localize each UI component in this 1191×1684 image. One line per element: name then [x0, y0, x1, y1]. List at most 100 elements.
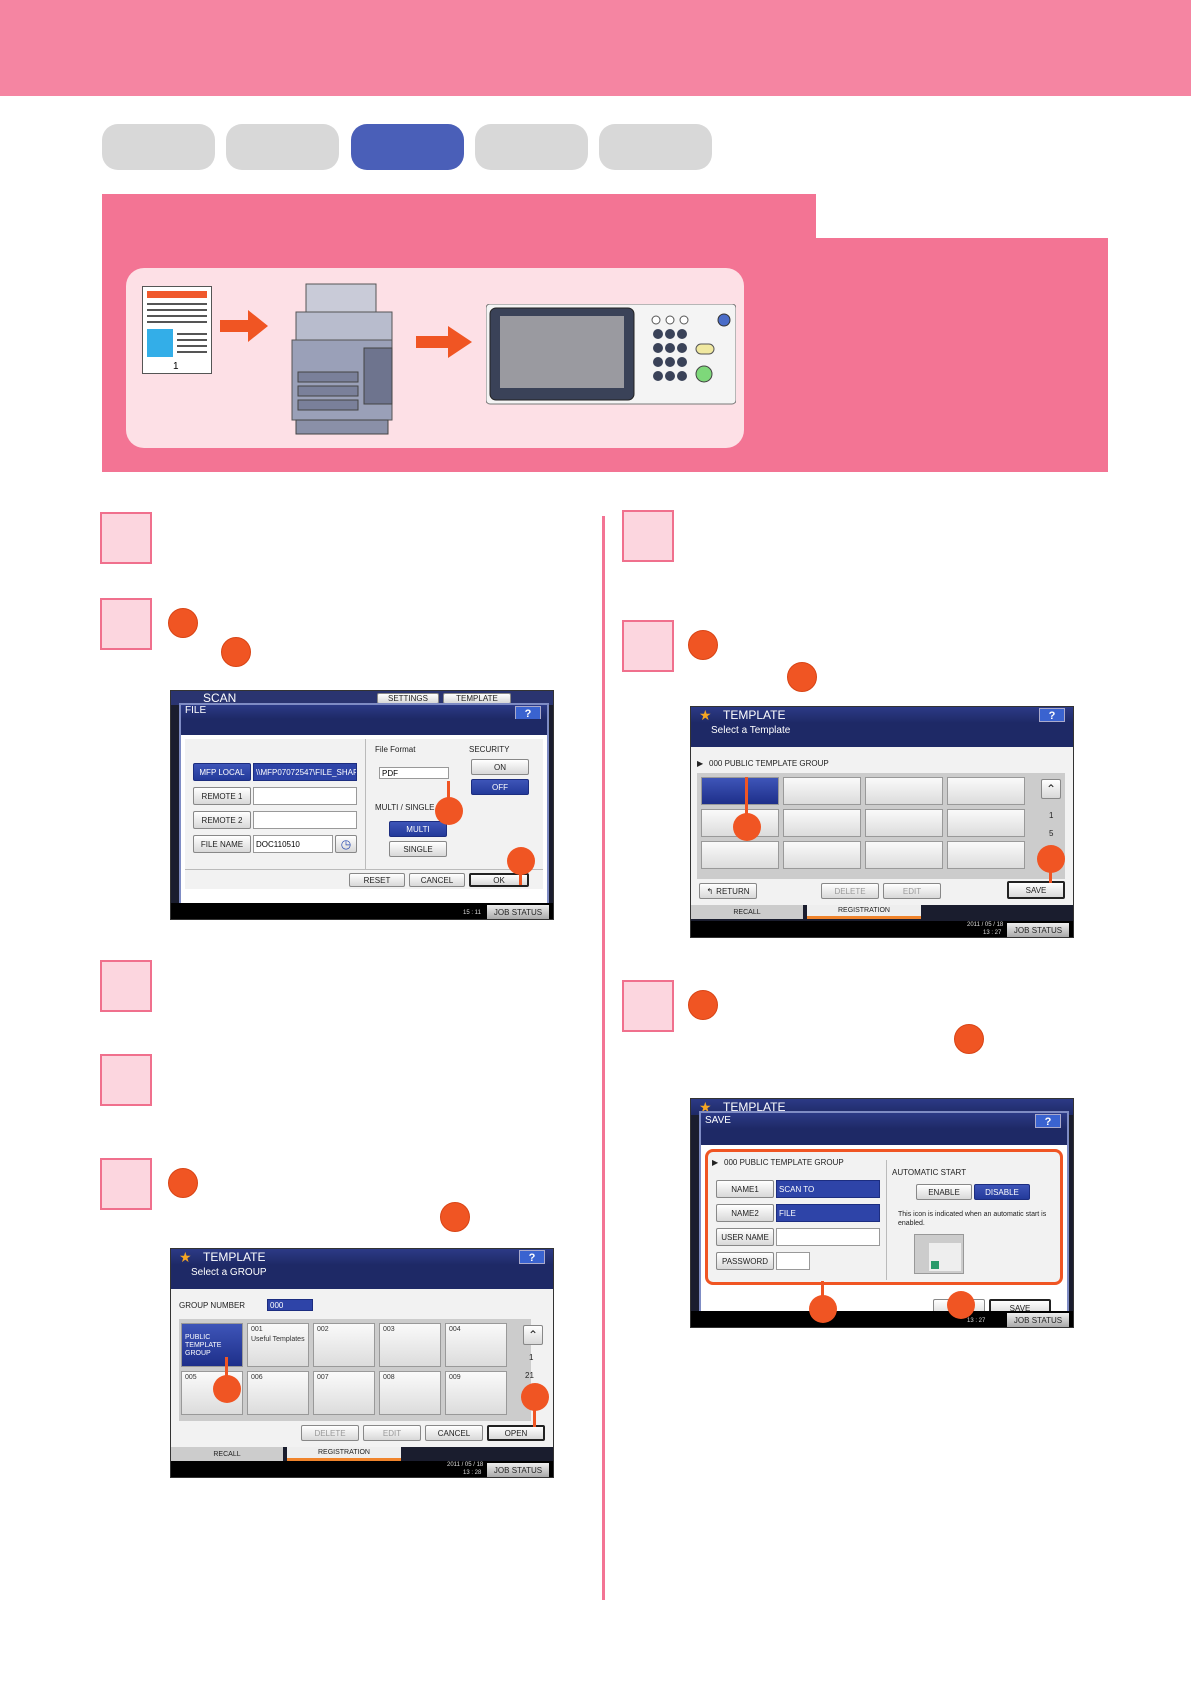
- nav-tab-1[interactable]: [102, 124, 215, 170]
- clock-icon[interactable]: ◷: [335, 835, 357, 853]
- group-cell-number: 005: [185, 1374, 197, 1381]
- security-off-button[interactable]: OFF: [471, 779, 529, 795]
- group-cell[interactable]: 007: [313, 1371, 375, 1415]
- save-button[interactable]: SAVE: [1007, 881, 1065, 899]
- callout-dot: [221, 637, 251, 667]
- callout-line: [745, 777, 748, 817]
- job-status-button[interactable]: JOB STATUS: [1007, 923, 1069, 937]
- nav-tab-4[interactable]: [475, 124, 588, 170]
- template-select-screen: ★ TEMPLATE ? Select a Template ▶ 000 PUB…: [690, 706, 1074, 938]
- help-button[interactable]: ?: [1035, 1114, 1061, 1128]
- callout-line: [519, 873, 522, 885]
- screen-title: TEMPLATE: [723, 1100, 786, 1114]
- nav-tab-3-active[interactable]: [351, 124, 464, 170]
- enable-button[interactable]: ENABLE: [916, 1184, 972, 1200]
- mfp-local-button[interactable]: MFP LOCAL: [193, 763, 251, 781]
- group-cell[interactable]: 002: [313, 1323, 375, 1367]
- group-cell[interactable]: 003: [379, 1323, 441, 1367]
- group-cell[interactable]: PUBLIC TEMPLATE GROUP: [181, 1323, 243, 1367]
- template-cell[interactable]: [783, 777, 861, 805]
- cancel-button[interactable]: CANCEL: [409, 873, 465, 887]
- mfp-path-field[interactable]: \\MFP07072547\FILE_SHARE: [253, 763, 357, 781]
- play-icon: ▶: [697, 759, 704, 768]
- help-button[interactable]: ?: [515, 706, 541, 720]
- remote1-field[interactable]: [253, 787, 357, 805]
- security-on-button[interactable]: ON: [471, 759, 529, 775]
- delete-button[interactable]: DELETE: [821, 883, 879, 899]
- job-status-button[interactable]: JOB STATUS: [487, 905, 549, 919]
- reset-button[interactable]: RESET: [349, 873, 405, 887]
- edit-button[interactable]: EDIT: [363, 1425, 421, 1441]
- screen-title: TEMPLATE: [203, 1250, 266, 1264]
- registration-tab[interactable]: REGISTRATION: [287, 1447, 401, 1461]
- remote2-field[interactable]: [253, 811, 357, 829]
- file-name-field[interactable]: DOC110510: [253, 835, 333, 853]
- group-cell-label: [317, 1382, 371, 1384]
- callout-dot: [733, 813, 761, 841]
- callout-dot: [1037, 845, 1065, 873]
- group-number-field[interactable]: 000: [267, 1299, 313, 1311]
- edit-button[interactable]: EDIT: [883, 883, 941, 899]
- template-cell[interactable]: [865, 841, 943, 869]
- delete-button[interactable]: DELETE: [301, 1425, 359, 1441]
- disable-button[interactable]: DISABLE: [974, 1184, 1030, 1200]
- file-format-label: File Format: [375, 745, 416, 754]
- file-name-button[interactable]: FILE NAME: [193, 835, 251, 853]
- name2-field[interactable]: FILE: [776, 1204, 880, 1222]
- group-cell[interactable]: 008: [379, 1371, 441, 1415]
- template-cell[interactable]: [947, 841, 1025, 869]
- callout-dot: [521, 1383, 549, 1411]
- name2-button[interactable]: NAME2: [716, 1204, 774, 1222]
- screen-subtitle: Select a Template: [711, 725, 791, 736]
- name1-button[interactable]: NAME1: [716, 1180, 774, 1198]
- user-name-field[interactable]: [776, 1228, 880, 1246]
- template-cell[interactable]: [947, 809, 1025, 837]
- status-bar: 2011 / 05 / 18 13 : 27 JOB STATUS: [691, 921, 1073, 937]
- return-label: RETURN: [716, 886, 750, 896]
- remote1-button[interactable]: REMOTE 1: [193, 787, 251, 805]
- template-cell[interactable]: [865, 777, 943, 805]
- multi-button[interactable]: MULTI: [389, 821, 447, 837]
- group-cell-number: 009: [449, 1374, 461, 1381]
- time-readout: 13 : 28: [463, 1470, 482, 1476]
- registration-tab[interactable]: REGISTRATION: [807, 905, 921, 919]
- name1-field[interactable]: SCAN TO: [776, 1180, 880, 1198]
- password-field[interactable]: [776, 1252, 810, 1270]
- template-cell[interactable]: [947, 777, 1025, 805]
- recall-tab[interactable]: RECALL: [691, 905, 803, 919]
- remote2-button[interactable]: REMOTE 2: [193, 811, 251, 829]
- return-button[interactable]: ↰RETURN: [699, 883, 757, 899]
- help-button[interactable]: ?: [1039, 708, 1065, 722]
- template-cell[interactable]: [783, 841, 861, 869]
- template-cell[interactable]: [783, 809, 861, 837]
- cancel-button[interactable]: CANCEL: [425, 1425, 483, 1441]
- password-button[interactable]: PASSWORD: [716, 1252, 774, 1270]
- group-cell[interactable]: 004: [445, 1323, 507, 1367]
- template-cell[interactable]: [865, 809, 943, 837]
- single-button[interactable]: SINGLE: [389, 841, 447, 857]
- group-cell-number: 004: [449, 1326, 461, 1333]
- ok-button[interactable]: OK: [469, 873, 529, 887]
- template-title-bar: ★ TEMPLATE: [171, 1249, 553, 1265]
- nav-tab-2[interactable]: [226, 124, 339, 170]
- page-total: 5: [1049, 829, 1054, 838]
- template-cell[interactable]: [701, 841, 779, 869]
- file-format-select[interactable]: PDF: [379, 767, 449, 779]
- job-status-button[interactable]: JOB STATUS: [1007, 1313, 1069, 1327]
- group-cell[interactable]: 006: [247, 1371, 309, 1415]
- group-cell[interactable]: 009: [445, 1371, 507, 1415]
- group-number-label: GROUP NUMBER: [179, 1301, 246, 1310]
- recall-tab[interactable]: RECALL: [171, 1447, 283, 1461]
- user-name-button[interactable]: USER NAME: [716, 1228, 774, 1246]
- open-button[interactable]: OPEN: [487, 1425, 545, 1441]
- nav-tab-5[interactable]: [599, 124, 712, 170]
- template-cell[interactable]: [701, 777, 779, 805]
- chevron-up-icon[interactable]: ⌃: [1041, 779, 1061, 799]
- auto-start-note: This icon is indicated when an automatic…: [898, 1211, 1047, 1227]
- screen-subtitle: Select a GROUP: [191, 1267, 267, 1278]
- help-button[interactable]: ?: [519, 1250, 545, 1264]
- chevron-up-icon[interactable]: ⌃: [523, 1325, 543, 1345]
- status-bar: 13 : 27 JOB STATUS: [691, 1311, 1073, 1327]
- job-status-button[interactable]: JOB STATUS: [487, 1463, 549, 1477]
